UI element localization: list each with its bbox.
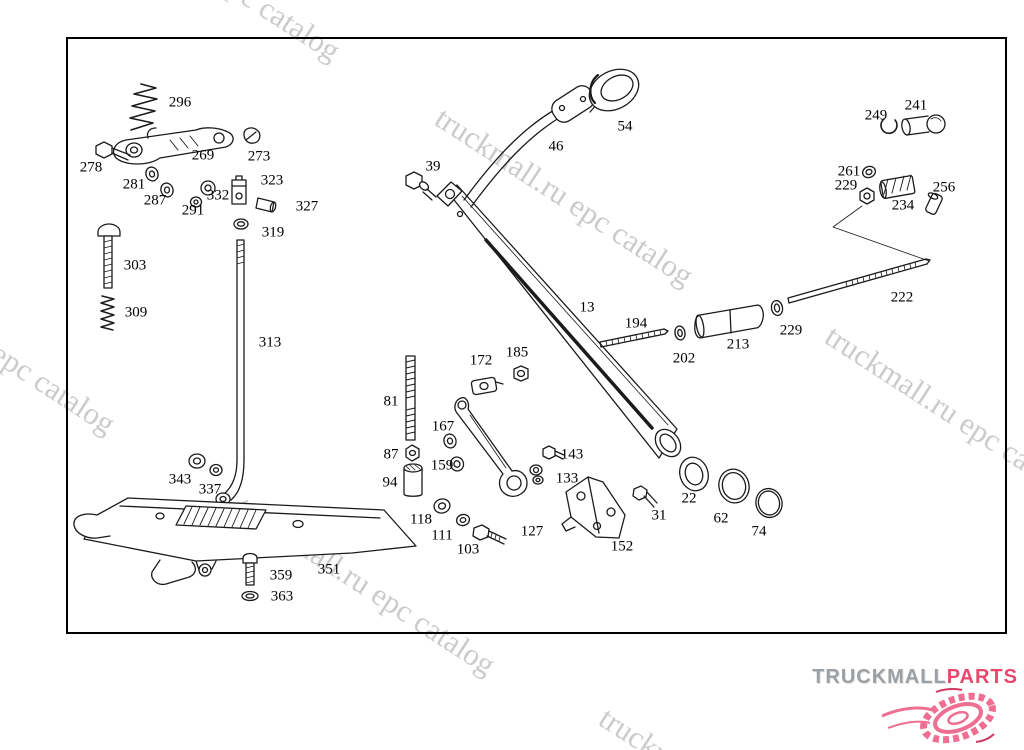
part-label-31: 31: [651, 507, 667, 524]
part-label-103: 103: [456, 541, 480, 558]
part-label-256: 256: [932, 179, 956, 196]
part-label-313: 313: [258, 334, 282, 351]
part-group-lever-hardware: [433, 445, 565, 545]
part-group-long-rod: [787, 205, 931, 304]
part-group-base-bolt: [241, 552, 259, 602]
part-group-bell-crank-lever: [112, 127, 234, 165]
part-label-343: 343: [168, 471, 192, 488]
part-label-296: 296: [168, 94, 192, 111]
part-group-mount-bracket: [561, 476, 626, 539]
part-label-194: 194: [624, 315, 648, 332]
part-label-323: 323: [260, 172, 284, 189]
part-group-stud-hardware: [403, 433, 465, 497]
part-label-261: 261: [837, 163, 861, 180]
part-label-94: 94: [382, 474, 398, 491]
part-label-74: 74: [751, 523, 767, 540]
part-group-linkage-fittings: [470, 365, 529, 396]
part-label-337: 337: [198, 481, 222, 498]
part-group-pivot-fitting: [231, 175, 277, 230]
part-label-278: 278: [79, 159, 103, 176]
part-label-118: 118: [410, 511, 432, 528]
part-label-143: 143: [560, 446, 584, 463]
part-group-pedal-base-plate: [73, 497, 417, 586]
part-label-133: 133: [555, 470, 579, 487]
part-label-185: 185: [505, 344, 529, 361]
part-label-249: 249: [864, 107, 888, 124]
part-label-167: 167: [431, 418, 455, 435]
part-label-152: 152: [610, 538, 634, 555]
part-group-stop-bolt: [405, 171, 437, 201]
part-label-46: 46: [548, 138, 564, 155]
part-group-intermediate-lever: [454, 397, 543, 497]
part-label-291: 291: [181, 202, 205, 219]
part-label-287: 287: [143, 192, 167, 209]
part-group-bracket-bolt: [632, 485, 658, 508]
part-group-small-spring: [100, 295, 115, 331]
part-label-359: 359: [269, 567, 293, 584]
part-label-269: 269: [191, 147, 215, 164]
part-label-127: 127: [520, 523, 544, 540]
part-label-39: 39: [425, 158, 441, 175]
part-label-213: 213: [726, 336, 750, 353]
part-label-332: 332: [206, 187, 230, 204]
brand-logo: TRUCKMALLPARTS: [812, 658, 1024, 750]
part-label-54: 54: [617, 118, 633, 135]
part-label-309: 309: [124, 304, 148, 321]
part-group-small-washers: [145, 166, 216, 208]
part-label-22: 22: [681, 490, 697, 507]
part-label-319: 319: [261, 224, 285, 241]
part-label-81: 81: [383, 393, 399, 410]
part-label-273: 273: [247, 148, 271, 165]
part-group-lever-bolt: [95, 141, 131, 161]
part-group-carriage-bolt: [97, 223, 121, 289]
part-label-229: 229: [834, 177, 858, 194]
part-group-rod-washers: [188, 453, 223, 477]
part-label-351: 351: [317, 561, 341, 578]
part-group-threaded-stud: [405, 355, 416, 441]
part-label-87: 87: [383, 446, 399, 463]
part-label-303: 303: [123, 257, 147, 274]
part-label-159: 159: [430, 457, 454, 474]
part-label-222: 222: [890, 289, 914, 306]
part-label-172: 172: [469, 352, 493, 369]
part-group-right-hardware: [859, 165, 943, 215]
part-group-pedal-lever: [436, 181, 682, 459]
brand-wheel-icon: [881, 687, 996, 744]
brand-wordmark: TRUCKMALLPARTS: [812, 666, 1018, 689]
part-group-threaded-link: [599, 299, 784, 348]
part-label-62: 62: [713, 510, 729, 527]
part-label-281: 281: [122, 176, 146, 193]
part-label-111: 111: [431, 527, 453, 544]
part-group-cap: [243, 127, 261, 144]
part-group-return-spring: [129, 83, 158, 131]
part-label-13: 13: [579, 299, 595, 316]
part-label-229: 229: [779, 322, 803, 339]
part-label-363: 363: [270, 588, 294, 605]
part-label-327: 327: [295, 198, 319, 215]
part-label-241: 241: [904, 97, 928, 114]
brand-suffix: PARTS: [946, 666, 1018, 688]
part-label-202: 202: [672, 350, 696, 367]
part-label-234: 234: [891, 197, 915, 214]
part-group-bushings: [679, 456, 783, 519]
part-group-pedal-pad: [588, 68, 640, 112]
part-group-clip-and-pin: [880, 114, 946, 136]
brand-name: TRUCKMALL: [812, 666, 947, 688]
